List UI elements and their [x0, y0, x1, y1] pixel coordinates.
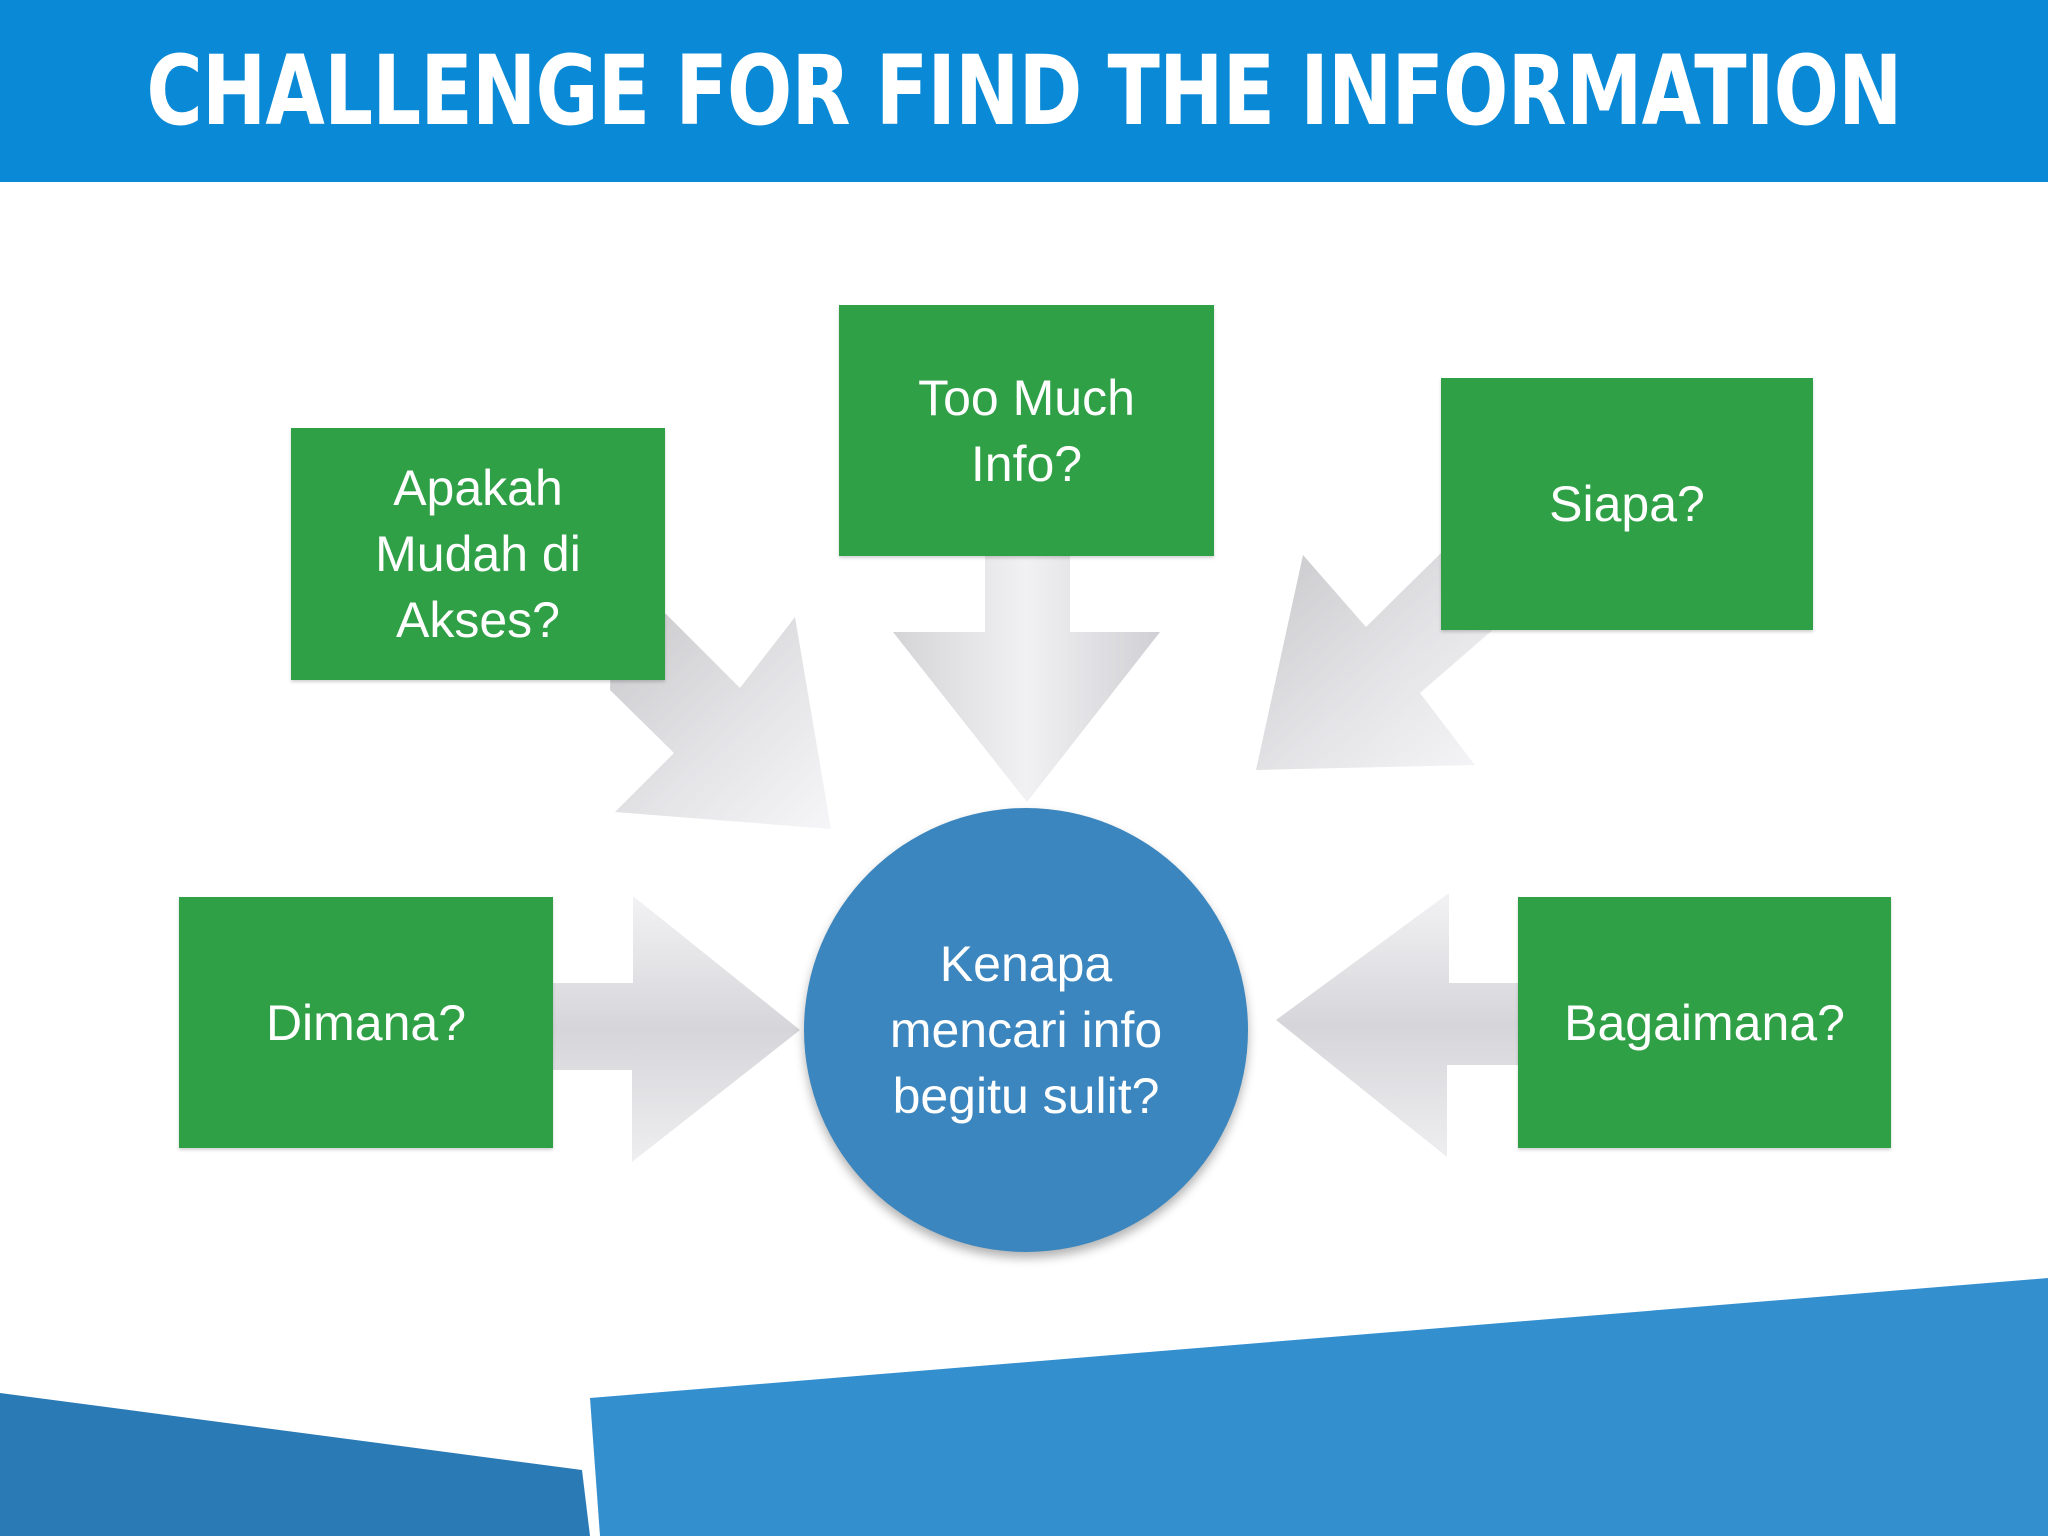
box-label: Dimana?: [265, 994, 467, 1051]
box-label: Too Much Info?: [918, 369, 1135, 492]
arrow-from-right: [1276, 893, 1518, 1157]
box-siapa: Siapa?: [1441, 378, 1813, 630]
footer-shape-left: [0, 1393, 590, 1536]
box-dimana: Dimana?: [179, 897, 553, 1148]
page-title: CHALLENGE FOR FIND THE INFORMATION: [146, 35, 1902, 147]
box-label: Siapa?: [1549, 476, 1705, 532]
box-too-much-info: Too Much Info?: [839, 305, 1214, 556]
arrow-from-left: [553, 896, 800, 1162]
arrow-from-top: [893, 555, 1160, 802]
center-circle: Kenapa mencari info begitu sulit?: [804, 808, 1248, 1252]
box-apakah-mudah-di-akses: Apakah Mudah di Akses?: [291, 428, 665, 680]
box-label: Bagaimana?: [1564, 994, 1845, 1051]
arrow-from-top-left: [610, 614, 831, 829]
arrow-from-top-right: [1256, 553, 1495, 770]
box-bagaimana: Bagaimana?: [1518, 897, 1891, 1148]
header-banner: CHALLENGE FOR FIND THE INFORMATION: [0, 0, 2048, 182]
center-circle-label: Kenapa mencari info begitu sulit?: [889, 936, 1163, 1124]
footer-shape-right: [590, 1278, 2048, 1536]
box-label: Apakah Mudah di Akses?: [375, 460, 581, 648]
